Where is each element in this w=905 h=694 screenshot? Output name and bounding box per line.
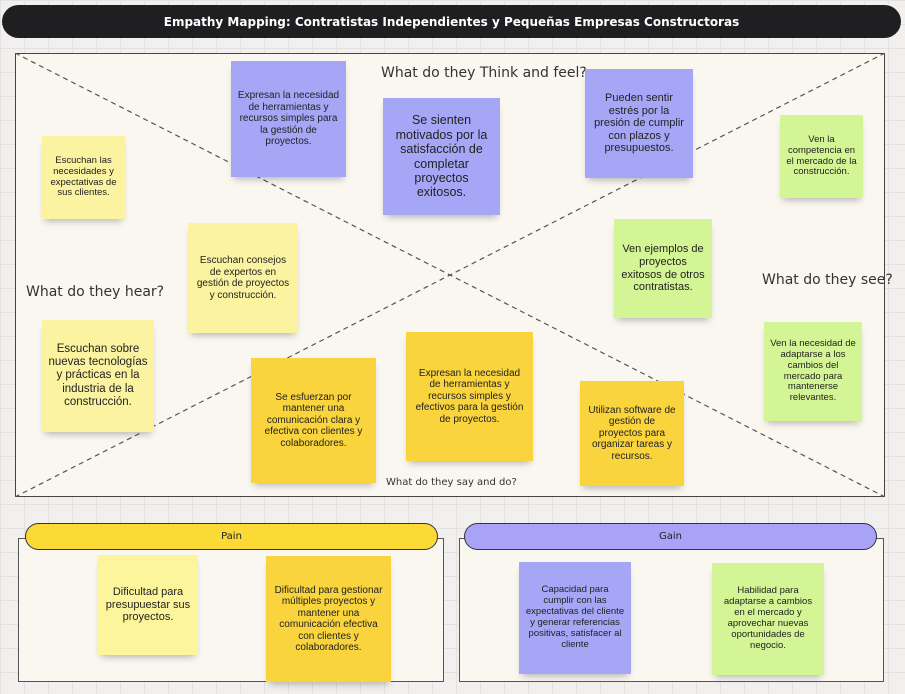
diagonal-line-2 — [15, 53, 885, 497]
label-see: What do they see? — [762, 272, 893, 288]
sticky-note-say-3[interactable]: Utilizan software de gestión de proyecto… — [580, 381, 684, 486]
sticky-note-pain-2[interactable]: Dificultad para gestionar múltiples proy… — [266, 556, 391, 682]
sticky-note-hear-1[interactable]: Escuchan las necesidades y expectativas … — [42, 136, 125, 219]
label-hear: What do they hear? — [26, 284, 165, 300]
sticky-note-hear-2[interactable]: Escuchan consejos de expertos en gestión… — [188, 223, 298, 333]
sticky-note-say-1[interactable]: Se esfuerzan por mantener una comunicaci… — [251, 358, 376, 483]
label-say-do: What do they say and do? — [386, 477, 517, 488]
title-bar: Empathy Mapping: Contratistas Independie… — [2, 5, 901, 38]
sticky-note-say-2[interactable]: Expresan la necesidad de herramientas y … — [406, 332, 533, 461]
quadrant-dividers — [15, 53, 885, 497]
sticky-note-see-1[interactable]: Ven la competencia en el mercado de la c… — [780, 115, 863, 198]
sticky-note-gain-2[interactable]: Habilidad para adaptarse a cambios en el… — [712, 563, 824, 675]
sticky-note-think-1[interactable]: Expresan la necesidad de herramientas y … — [231, 61, 346, 177]
pain-label: Pain — [221, 531, 242, 542]
page-title: Empathy Mapping: Contratistas Independie… — [163, 14, 740, 29]
label-think-feel: What do they Think and feel? — [381, 65, 587, 81]
gain-label: Gain — [659, 531, 682, 542]
sticky-note-see-3[interactable]: Ven la necesidad de adaptarse a los camb… — [764, 322, 862, 421]
sticky-note-pain-1[interactable]: Dificultad para presupuestar sus proyect… — [98, 555, 198, 655]
pain-header: Pain — [25, 523, 438, 550]
sticky-note-hear-3[interactable]: Escuchan sobre nuevas tecnologías y prác… — [42, 320, 154, 432]
sticky-note-think-2[interactable]: Se sienten motivados por la satisfacción… — [383, 98, 500, 215]
sticky-note-see-2[interactable]: Ven ejemplos de proyectos exitosos de ot… — [614, 219, 712, 318]
gain-header: Gain — [464, 523, 877, 550]
sticky-note-think-3[interactable]: Pueden sentir estrés por la presión de c… — [585, 69, 693, 178]
sticky-note-gain-1[interactable]: Capacidad para cumplir con las expectati… — [519, 562, 631, 674]
